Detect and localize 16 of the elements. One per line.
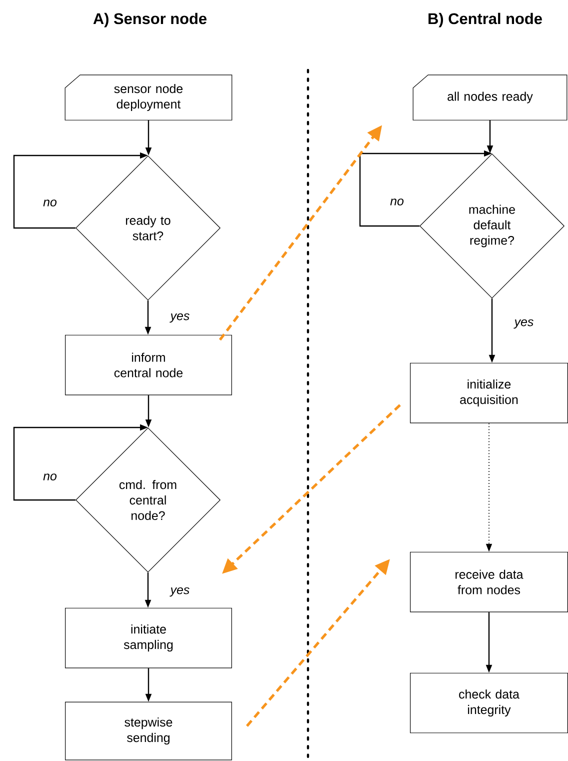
edge-label: yes xyxy=(512,318,536,330)
column-heading: A) Sensor node xyxy=(93,12,207,28)
edge-label: no xyxy=(388,197,406,207)
input-box: all nodes ready xyxy=(412,74,568,120)
edge-label: yes xyxy=(168,312,192,324)
edge-label: yes xyxy=(168,586,192,598)
process-box: check data integrity xyxy=(410,672,568,734)
process-box: inform central node xyxy=(65,334,232,396)
column-heading: B) Central node xyxy=(428,12,542,28)
input-box: sensor node deployment xyxy=(64,74,232,120)
process-box: initiate sampling xyxy=(65,608,232,668)
process-box: stepwise sending xyxy=(65,702,232,760)
edge-label: no xyxy=(42,472,58,482)
process-box: receive data from nodes xyxy=(410,552,568,612)
edge-label: no xyxy=(42,198,58,208)
process-box: initialize acquisition xyxy=(410,362,568,424)
